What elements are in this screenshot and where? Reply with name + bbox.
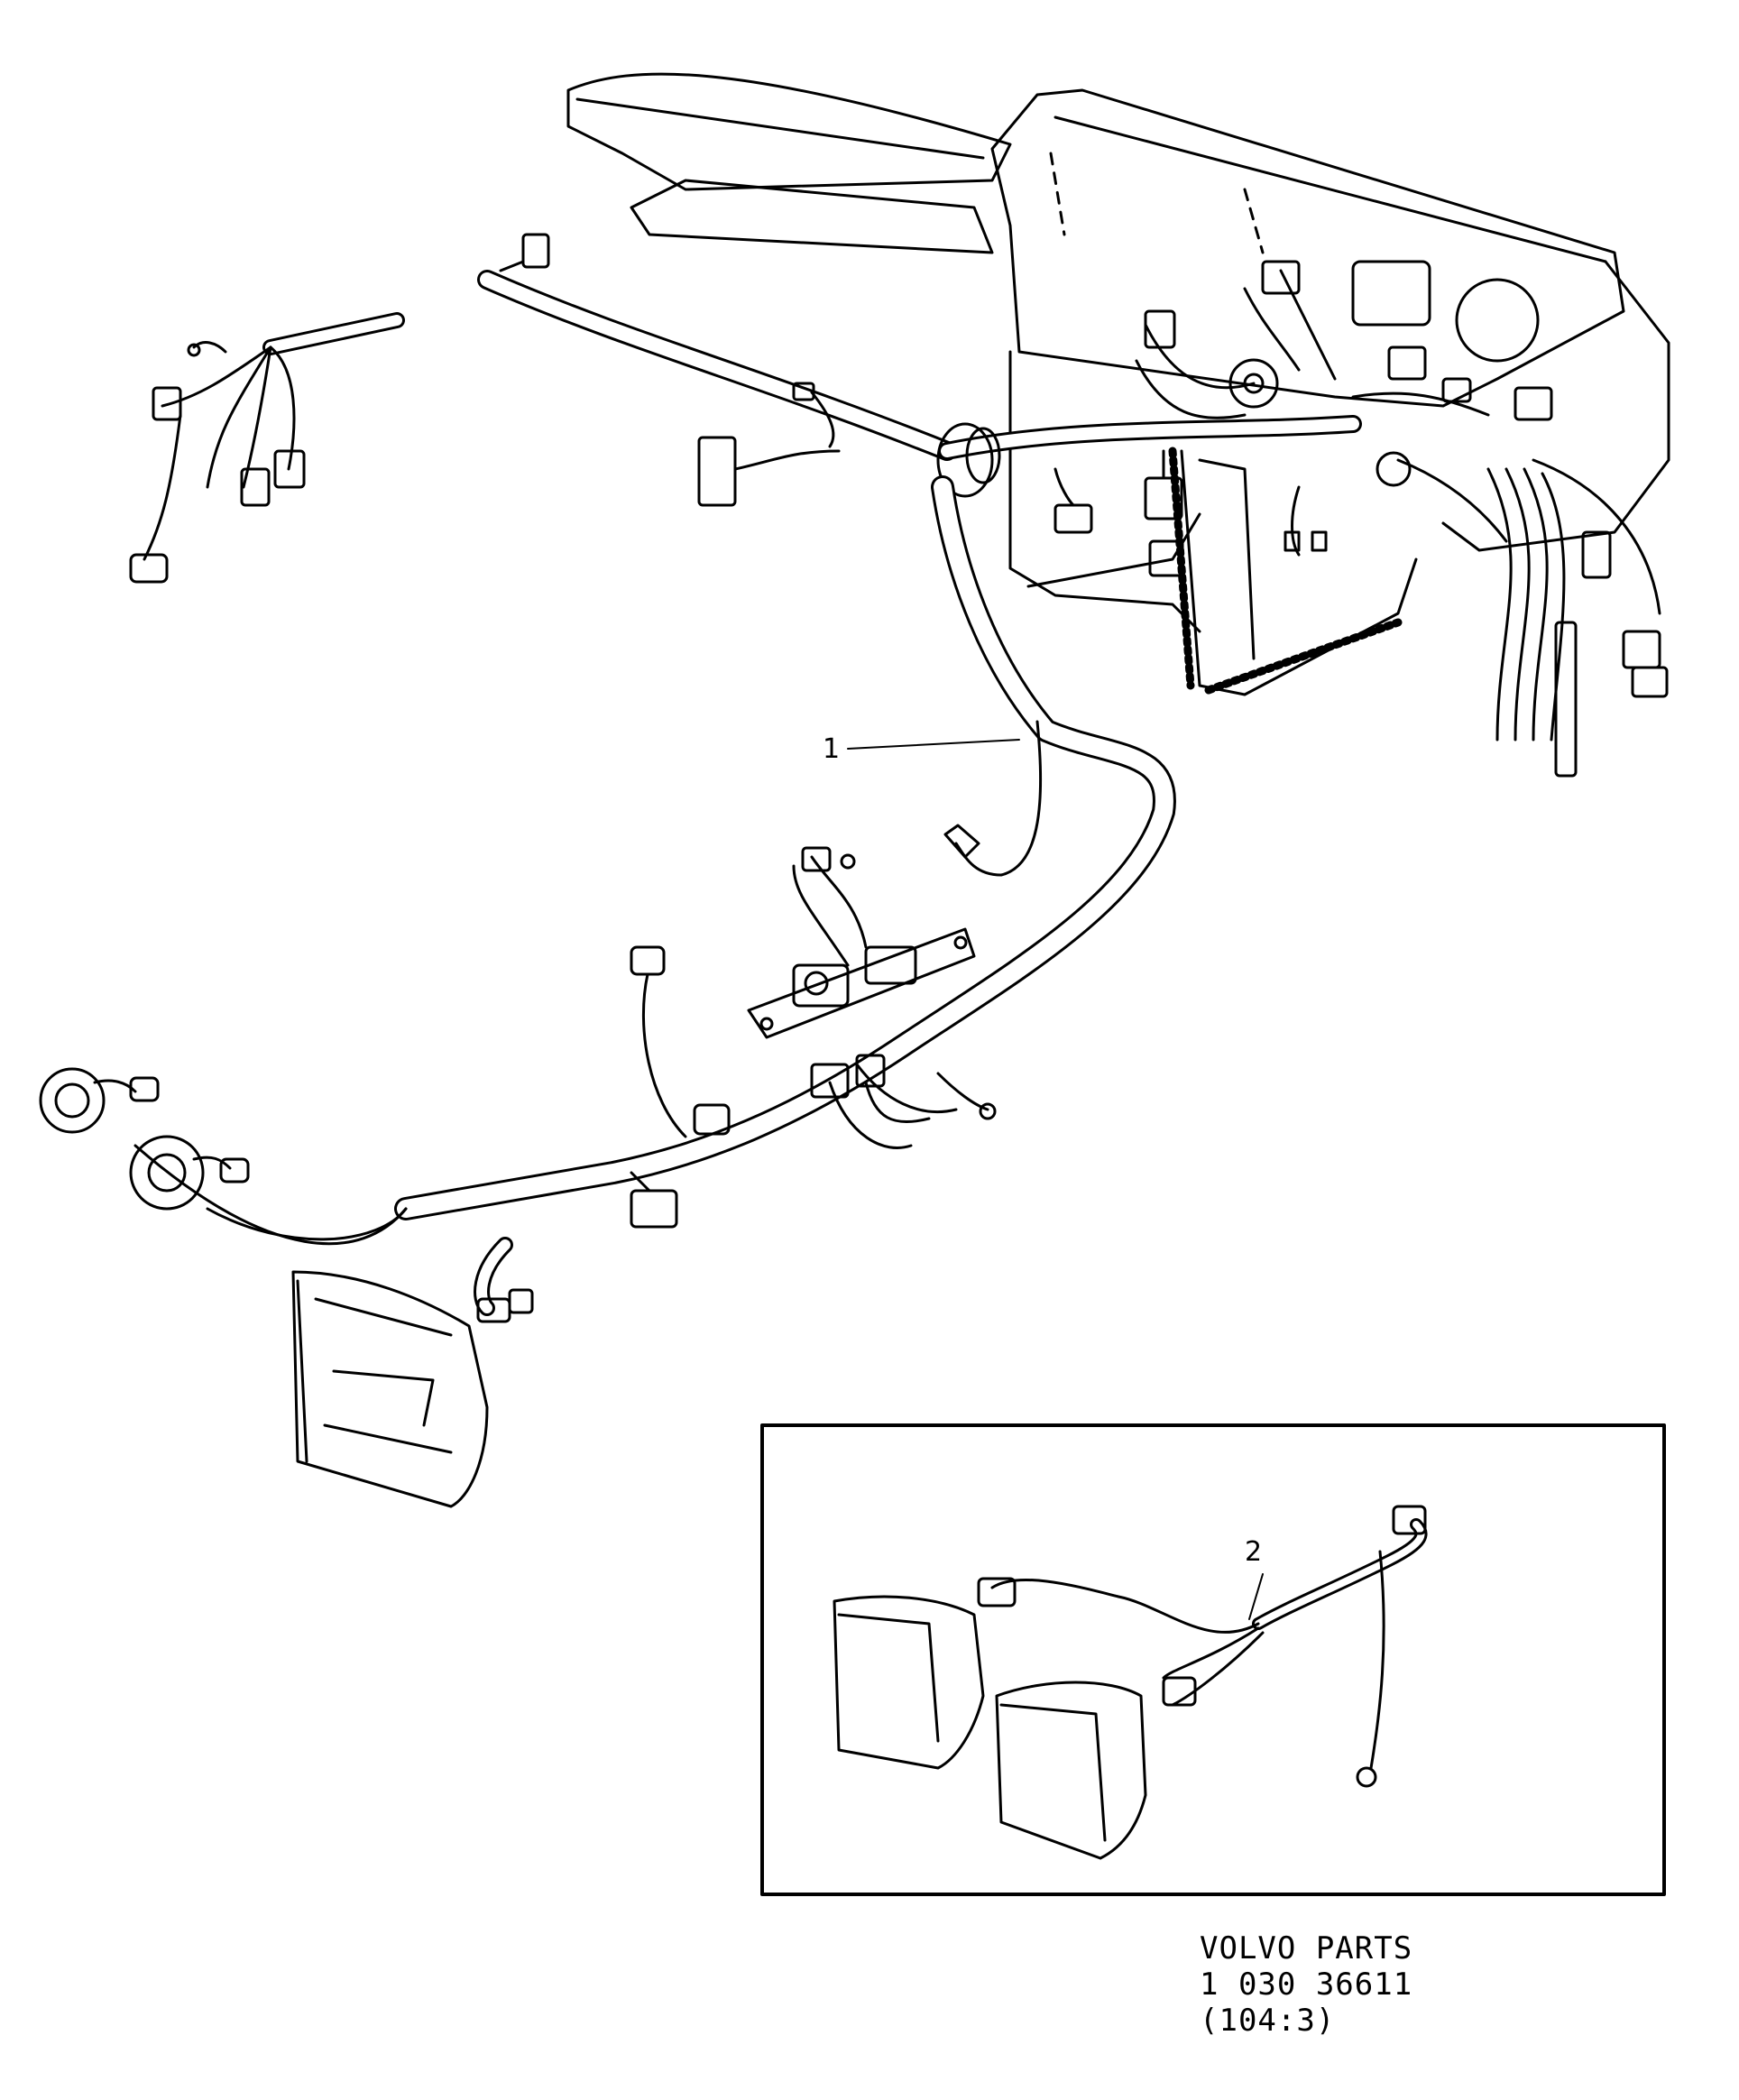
- parts-number: 1 030 36611: [1200, 1966, 1413, 2003]
- dash-connector-cluster: [1135, 260, 1669, 778]
- parts-section: (104:3): [1200, 2003, 1336, 2039]
- mid-connector-set: [697, 382, 1328, 577]
- callout-leader-1: [847, 739, 1020, 750]
- fog-lamp-left: [833, 1595, 985, 1770]
- fog-lamp-harness: [977, 1505, 1428, 1788]
- parts-brand: VOLVO PARTS: [1200, 1930, 1413, 1966]
- fog-lamp-right: [995, 1681, 1147, 1860]
- parts-reference-block: VOLVO PARTS 1 030 36611 (104:3): [1200, 1930, 1412, 2039]
- center-bracket-relays: [747, 846, 997, 1120]
- callout-leader-2: [1248, 1573, 1264, 1620]
- horn-right: [129, 1135, 250, 1211]
- main-wiring-harness: [133, 270, 1362, 1316]
- lamp-branch-connectors: [476, 945, 731, 1323]
- callout-label-2: 2: [1245, 1536, 1262, 1568]
- headlamp-main: [291, 1270, 489, 1508]
- callout-label-1: 1: [823, 733, 840, 765]
- horn-left: [39, 1067, 160, 1134]
- inset-frame: [760, 1423, 1666, 1896]
- dashboard-outline: [566, 72, 1670, 696]
- left-connector-cluster: [129, 233, 550, 584]
